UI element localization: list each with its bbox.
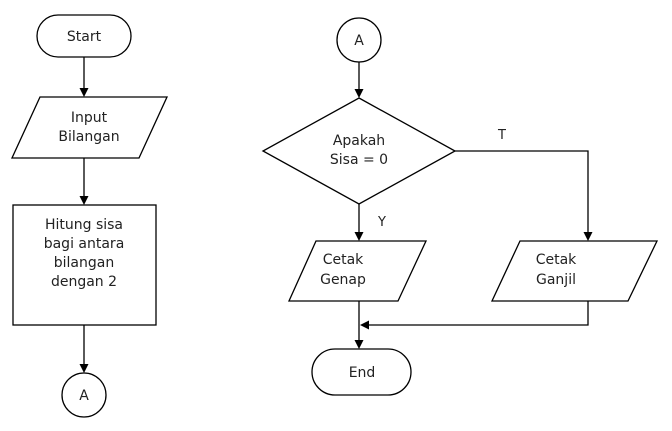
process-hitung-sisa-box: Hitung sisa bagi antara bilangan dengan …	[12, 204, 157, 326]
input-label-line-2: Bilangan	[58, 129, 119, 145]
arrow-start-to-input	[79, 57, 89, 97]
process-label-line-2: bagi antara	[44, 236, 125, 252]
input-label-line-1: Input	[71, 110, 108, 126]
decision-sisa-zero: Apakah Sisa = 0	[261, 97, 457, 205]
process-label-line-3: bilangan	[54, 255, 114, 271]
arrow-decision-yes-branch	[354, 204, 364, 241]
connector-a-top: A	[336, 17, 382, 63]
arrow-ganjil-merge	[360, 301, 589, 330]
connector-a-bottom-label: A	[79, 388, 89, 404]
output-odd-line-2: Ganjil	[536, 272, 576, 288]
output-even-line-2: Genap	[320, 272, 366, 288]
arrow-connector-to-decision	[354, 62, 364, 98]
output-cetak-genap: Cetak Genap	[287, 240, 428, 302]
end-label: End	[349, 365, 376, 381]
output-even-line-1: Cetak	[323, 252, 364, 268]
input-bilangan-shape: Input Bilangan	[10, 96, 169, 159]
start-terminator: Start	[36, 14, 132, 58]
output-odd-line-1: Cetak	[536, 252, 577, 268]
process-label-line-4: dengan 2	[51, 274, 117, 290]
process-label-line-1: Hitung sisa	[45, 217, 123, 233]
start-label: Start	[67, 29, 102, 45]
output-cetak-ganjil: Cetak Ganjil	[490, 240, 659, 302]
branch-yes-label: Y	[377, 215, 386, 230]
arrow-process-to-connector	[79, 325, 89, 373]
end-terminator: End	[311, 348, 412, 396]
arrow-genap-to-end	[354, 301, 364, 349]
decision-label-line-1: Apakah	[333, 133, 385, 149]
arrow-input-to-process	[79, 158, 89, 205]
connector-a-top-label: A	[354, 33, 364, 49]
connector-a-bottom: A	[61, 372, 107, 418]
decision-label-line-2: Sisa = 0	[330, 152, 388, 168]
arrow-decision-no-branch	[455, 150, 593, 241]
branch-no-label: T	[497, 128, 506, 143]
